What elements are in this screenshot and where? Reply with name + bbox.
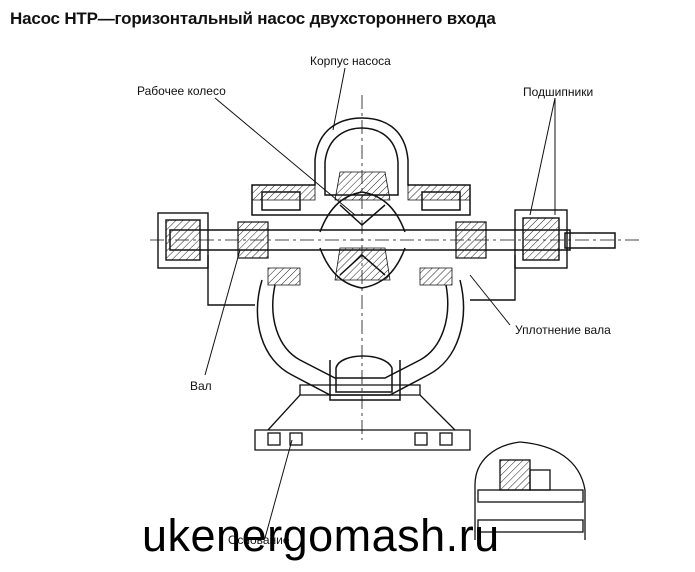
label-base: Основание [228, 533, 290, 547]
label-bearings: Подшипники [523, 85, 594, 99]
watermark-text: ukenergomash.ru [142, 510, 500, 561]
leader-lines [204, 67, 556, 539]
label-shaft: Вал [190, 379, 212, 393]
shaft-seals [237, 221, 487, 259]
bearing-housings [157, 209, 568, 306]
detail-inset [474, 441, 586, 540]
upper-casing [251, 117, 471, 216]
label-shaft-seal: Уплотнение вала [515, 323, 611, 337]
label-casing: Корпус насоса [310, 54, 391, 68]
diagram-title: Насос НТР—горизонтальный насос двухсторо… [10, 9, 496, 28]
label-impeller: Рабочее колесо [137, 84, 226, 98]
lower-casing [256, 279, 465, 401]
casing-hatching [251, 171, 471, 286]
